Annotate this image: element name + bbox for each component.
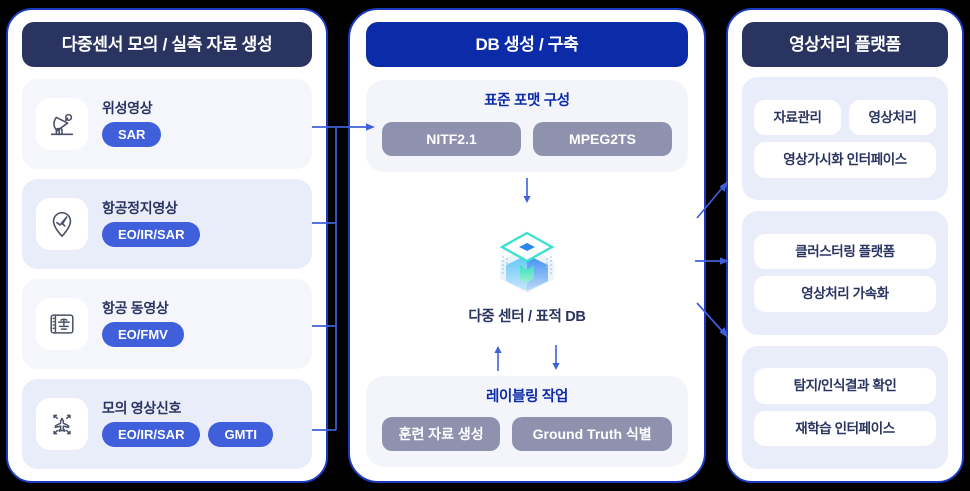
platform-chip-row: 영상가시화 인터페이스 (754, 142, 936, 178)
labeling-title: 레이블링 작업 (486, 388, 568, 405)
tag-badge[interactable]: EO/IR/SAR (102, 222, 201, 247)
video-frame-aircraft-icon (36, 298, 88, 350)
standard-format-title: 표준 포맷 구성 (484, 93, 570, 109)
platform-chip[interactable]: 탐지/인식결과 확인 (754, 368, 936, 404)
source-title: 모의 영상신호 (102, 400, 182, 416)
source-row-aerial-video[interactable]: 항공 동영상 EO/FMV (22, 279, 312, 369)
source-row-aerial-still[interactable]: 항공정지영상 EO/IR/SAR (22, 179, 312, 269)
aircraft-broadcast-icon (36, 398, 88, 450)
source-row-satellite[interactable]: 위성영상 SAR (22, 79, 312, 169)
platform-chip-row: 재학습 인터페이스 (754, 410, 936, 447)
platform-chip[interactable]: 클러스터링 플랫폼 (754, 233, 936, 270)
labeling-chip[interactable]: 훈련 자료 생성 (382, 417, 501, 451)
source-title: 위성영상 (102, 100, 153, 116)
target-db-caption: 다중 센터 / 표적 DB (468, 309, 586, 326)
labeling-chips: 훈련 자료 생성 Ground Truth 식별 (382, 417, 672, 451)
arrow-format-to-db (366, 177, 688, 204)
source-row-simulated-signal[interactable]: 모의 영상신호 EO/IR/SAR GMTI (22, 379, 312, 469)
satellite-dish-icon (36, 98, 88, 150)
standard-format-panel: 표준 포맷 구성 NITF2.1 MPEG2TS (366, 80, 688, 172)
platform-chip[interactable]: 영상가시화 인터페이스 (754, 142, 936, 178)
target-db-block: 다중 센터 / 표적 DB (366, 204, 688, 345)
tag-badge[interactable]: EO/FMV (102, 322, 184, 347)
source-tags: EO/FMV (102, 322, 184, 347)
source-title: 항공정지영상 (102, 200, 178, 216)
tag-badge[interactable]: SAR (102, 122, 162, 147)
platform-group-detection: 탐지/인식결과 확인 재학습 인터페이스 (742, 345, 948, 469)
tag-badge[interactable]: GMTI (208, 422, 273, 447)
platform-chip-row: 영상처리 가속화 (754, 276, 936, 312)
location-pin-aircraft-icon (36, 198, 88, 250)
standard-format-chips: NITF2.1 MPEG2TS (382, 121, 672, 156)
column-data-generation: 다중센서 모의 / 실측 자료 생성 (6, 8, 328, 483)
platform-group-clustering: 클러스터링 플랫폼 영상처리 가속화 (742, 211, 948, 335)
column-header-data-generation: 다중센서 모의 / 실측 자료 생성 (22, 22, 312, 67)
column-db-construction: DB 생성 / 구축 표준 포맷 구성 NITF2.1 MPEG2TS (348, 8, 706, 483)
source-list: 위성영상 SAR 항공정지영상 (22, 79, 312, 469)
platform-chip[interactable]: 자료관리 (754, 99, 841, 136)
labeling-chip[interactable]: Ground Truth 식별 (512, 417, 672, 451)
arrow-down-to-labeling (552, 344, 560, 370)
column-image-processing-platform: 영상처리 플랫폼 자료관리 영상처리 영상가시화 인터페이스 클러스터링 플랫폼 (726, 8, 964, 483)
platform-group-list: 자료관리 영상처리 영상가시화 인터페이스 클러스터링 플랫폼 영상처리 가속화 (742, 77, 948, 469)
isometric-database-cube-icon (490, 223, 564, 306)
source-tags: SAR (102, 122, 162, 147)
arrow-up-to-db (494, 345, 502, 371)
platform-chip-row: 클러스터링 플랫폼 (754, 233, 936, 270)
platform-chip[interactable]: 재학습 인터페이스 (754, 410, 936, 447)
source-tags: EO/IR/SAR GMTI (102, 422, 273, 447)
column-header-image-processing-platform: 영상처리 플랫폼 (742, 22, 948, 67)
platform-chip[interactable]: 영상처리 (849, 99, 936, 136)
column-header-db-construction: DB 생성 / 구축 (366, 22, 688, 67)
format-chip[interactable]: MPEG2TS (533, 121, 672, 156)
platform-group-management: 자료관리 영상처리 영상가시화 인터페이스 (742, 77, 948, 201)
platform-chip-row: 자료관리 영상처리 (754, 99, 936, 136)
format-chip[interactable]: NITF2.1 (382, 121, 521, 156)
tag-badge[interactable]: EO/IR/SAR (102, 422, 201, 447)
labeling-panel: 레이블링 작업 훈련 자료 생성 Ground Truth 식별 (366, 375, 688, 467)
source-title: 항공 동영상 (102, 300, 169, 316)
platform-chip-row: 탐지/인식결과 확인 (754, 368, 936, 404)
platform-chip[interactable]: 영상처리 가속화 (754, 276, 936, 312)
source-tags: EO/IR/SAR (102, 222, 201, 247)
arrows-db-labeling (366, 344, 688, 371)
